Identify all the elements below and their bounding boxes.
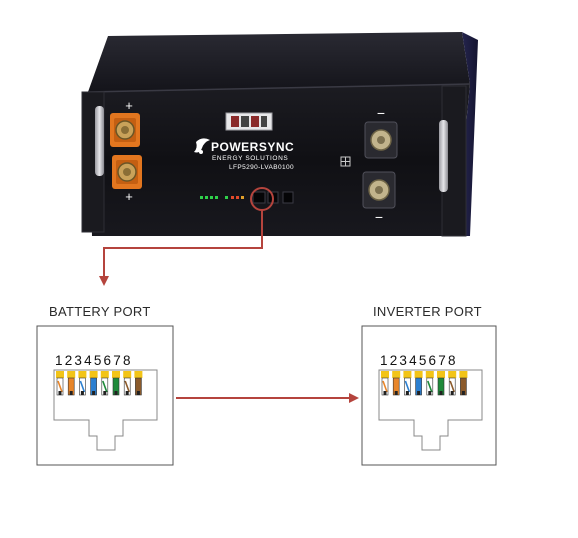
inverter-pin-8 [459, 371, 468, 396]
inverter-pin-2 [392, 371, 401, 396]
inverter-port-diagram [361, 325, 497, 466]
inverter-pin-row [381, 371, 468, 396]
inverter-pin-6 [437, 371, 445, 396]
battery-pin-1 [56, 371, 64, 396]
port-c [282, 191, 294, 204]
brand-subtitle: ENERGY SOLUTIONS [212, 155, 288, 162]
communication-port [252, 191, 266, 204]
right-handle-icon [439, 120, 448, 192]
grid-icon [340, 156, 351, 167]
battery-pin-7 [123, 371, 132, 396]
inverter-rj45-outline [378, 369, 483, 451]
battery-pin-4 [89, 371, 98, 396]
inverter-port-frame [361, 325, 497, 466]
battery-pin-6 [112, 371, 120, 396]
inverter-pin-5 [425, 371, 434, 396]
positive-terminal-bottom [112, 155, 142, 189]
negative-terminal-bottom [362, 171, 396, 209]
inverter-port-title: INVERTER PORT [373, 304, 482, 319]
positive-symbol-bottom: + [125, 189, 133, 204]
battery-top-face [88, 32, 470, 92]
powersync-logo-icon [194, 138, 210, 154]
battery-port-diagram [36, 325, 174, 466]
battery-pin-numbers: 12345678 [55, 353, 133, 368]
inverter-pin-3 [403, 371, 412, 396]
brand-name: POWERSYNC [211, 140, 294, 154]
battery-pin-row [56, 371, 143, 396]
battery-rj45-outline [53, 369, 158, 451]
arrow-to-battery-port [99, 210, 263, 286]
inverter-pin-7 [448, 371, 457, 396]
negative-terminal-top [364, 121, 398, 159]
status-leds [200, 196, 244, 199]
negative-symbol-bottom: − [375, 209, 383, 225]
battery-pin-3 [78, 371, 87, 396]
battery-port-title: BATTERY PORT [49, 304, 151, 319]
model-number: LFP5290-LVAB0100 [229, 164, 294, 171]
battery-pin-2 [67, 371, 76, 396]
battery-pin-5 [100, 371, 109, 396]
positive-terminal-top [110, 113, 140, 147]
battery-pin-8 [134, 371, 143, 396]
inverter-pin-1 [381, 371, 389, 396]
negative-symbol-top: − [377, 105, 385, 121]
inverter-pin-4 [414, 371, 423, 396]
inverter-pin-numbers: 12345678 [380, 353, 458, 368]
battery-unit: + + − − [81, 32, 478, 237]
left-handle-icon [95, 106, 104, 176]
positive-symbol-top: + [125, 98, 133, 113]
battery-display [225, 112, 273, 131]
battery-port-frame [36, 325, 174, 466]
